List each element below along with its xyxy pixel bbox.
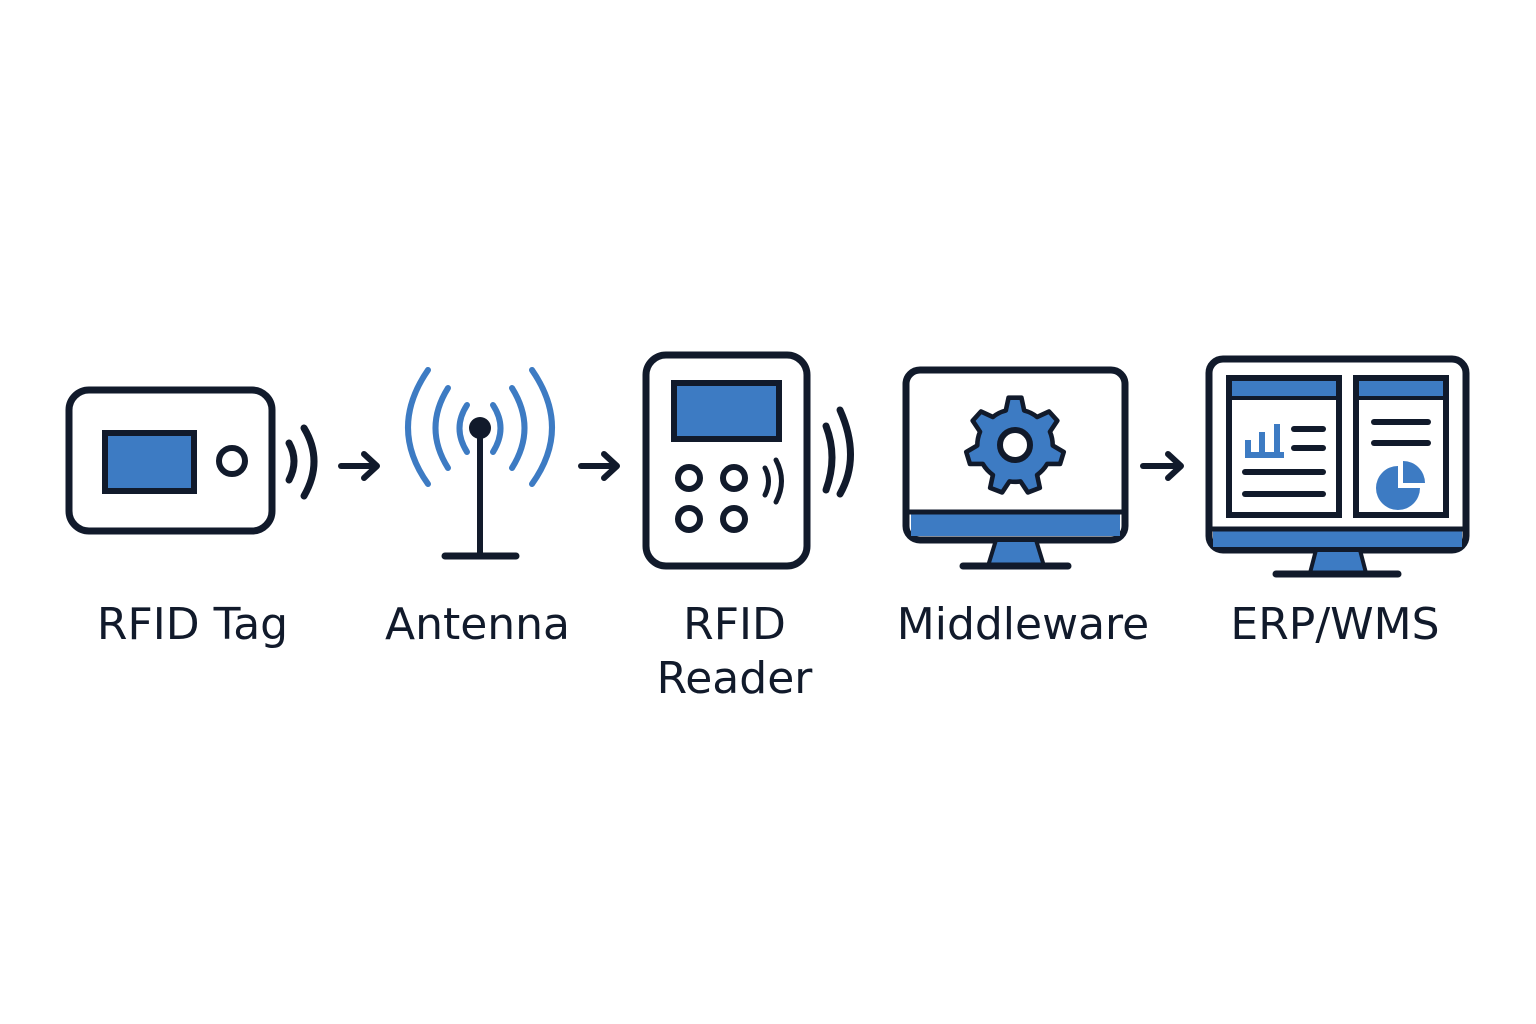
bar-chart-icon bbox=[1245, 424, 1284, 458]
gear-icon bbox=[963, 395, 1067, 495]
step-label-rfid-reader: RFID Reader bbox=[622, 598, 847, 706]
monitor-gear-icon bbox=[902, 366, 1129, 570]
arrow-right-icon bbox=[578, 451, 620, 481]
rfid-tag-icon bbox=[65, 386, 318, 535]
arrow-right-icon bbox=[338, 451, 380, 481]
rfid-reader-icon bbox=[642, 351, 854, 570]
monitor-dashboard-icon bbox=[1205, 355, 1470, 578]
antenna-icon bbox=[405, 367, 555, 560]
step-label-line: RFID bbox=[683, 599, 786, 650]
step-label-erp-wms: ERP/WMS bbox=[1230, 599, 1440, 650]
step-label-rfid-tag: RFID Tag bbox=[96, 599, 289, 650]
step-label-line: Reader bbox=[656, 653, 813, 704]
step-label-middleware: Middleware bbox=[896, 599, 1150, 650]
pie-chart-icon bbox=[1376, 461, 1425, 510]
step-label-antenna: Antenna bbox=[384, 599, 571, 650]
arrow-right-icon bbox=[1140, 451, 1184, 481]
